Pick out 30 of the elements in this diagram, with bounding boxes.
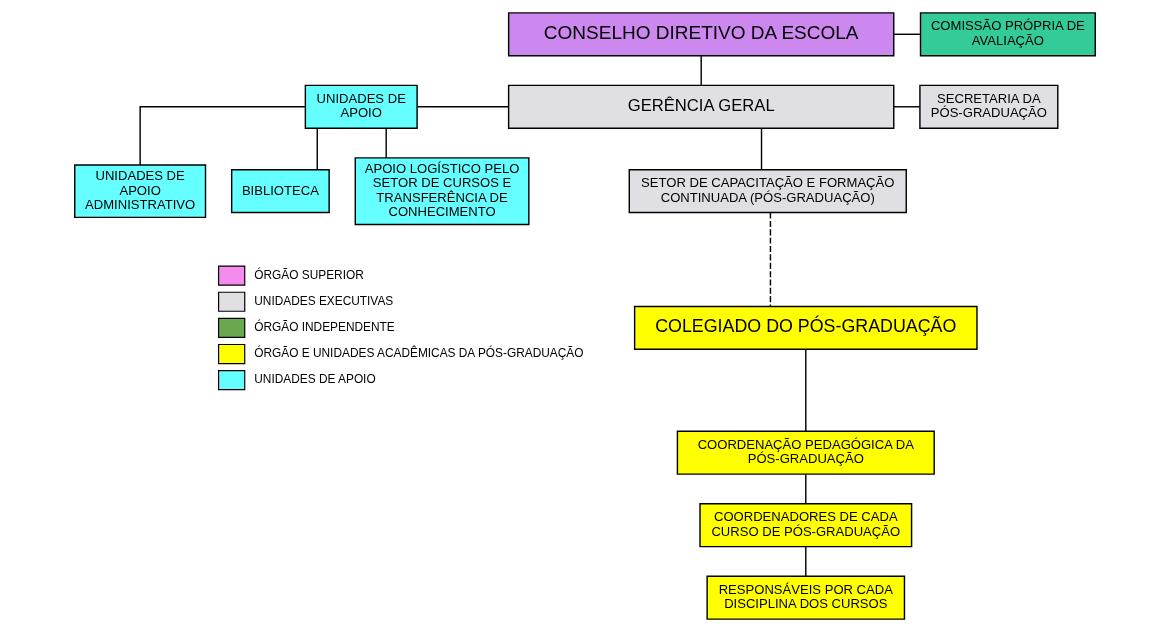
node-box: APOIO LOGÍSTICO PELO SETOR DE CURSOS E TRANSFERÊNCIA DE CONHECIMENTO: [354, 157, 530, 226]
node-box: UNIDADES DE APOIO: [304, 84, 418, 129]
node-box: COLEGIADO DO PÓS-GRADUAÇÃO: [633, 305, 978, 350]
node-box: COORDENADORES DE CADA CURSO DE PÓS-GRADUAÇÃO: [699, 503, 913, 548]
connector: [385, 127, 387, 159]
connector: [316, 127, 318, 170]
connector: [805, 473, 807, 505]
connector: [760, 127, 763, 170]
connector: [893, 33, 922, 35]
legend-label: ÓRGÃO SUPERIOR: [254, 267, 364, 282]
legend-label: UNIDADES DE APOIO: [254, 372, 376, 387]
node-box: SETOR DE CAPACITAÇÃO E FORMAÇÃO CONTINUADA (PÓS-GRADUAÇÃO): [628, 169, 907, 214]
connector: [416, 106, 510, 108]
connector: [700, 55, 702, 86]
node-box: GERÊNCIA GERAL: [507, 84, 895, 129]
node-box: UNIDADES DE APOIO ADMINISTRATIVO: [74, 164, 207, 219]
connector: [805, 546, 807, 577]
connector: [769, 212, 772, 308]
legend-label: ÓRGÃO INDEPENDENTE: [254, 319, 395, 334]
node-box: SECRETARIA DA PÓS-GRADUAÇÃO: [919, 84, 1059, 129]
connector: [139, 106, 306, 166]
node-box: COMISSÃO PRÓPRIA DE AVALIAÇÃO: [919, 12, 1096, 57]
node-box: RESPONSÁVEIS POR CADA DISCIPLINA DOS CURSOS: [706, 575, 906, 620]
node-box: COORDENAÇÃO PEDAGÓGICA DA PÓS-GRADUAÇÃO: [676, 430, 935, 475]
legend-label: UNIDADES EXECUTIVAS: [254, 293, 394, 308]
legend-label: ÓRGÃO E UNIDADES ACADÊMICAS DA PÓS-GRADUAÇÃO: [254, 346, 584, 361]
connector: [893, 106, 921, 108]
node-box: CONSELHO DIRETIVO DA ESCOLA: [507, 12, 895, 57]
connector: [805, 348, 807, 432]
node-box: BIBLIOTECA: [230, 169, 330, 214]
